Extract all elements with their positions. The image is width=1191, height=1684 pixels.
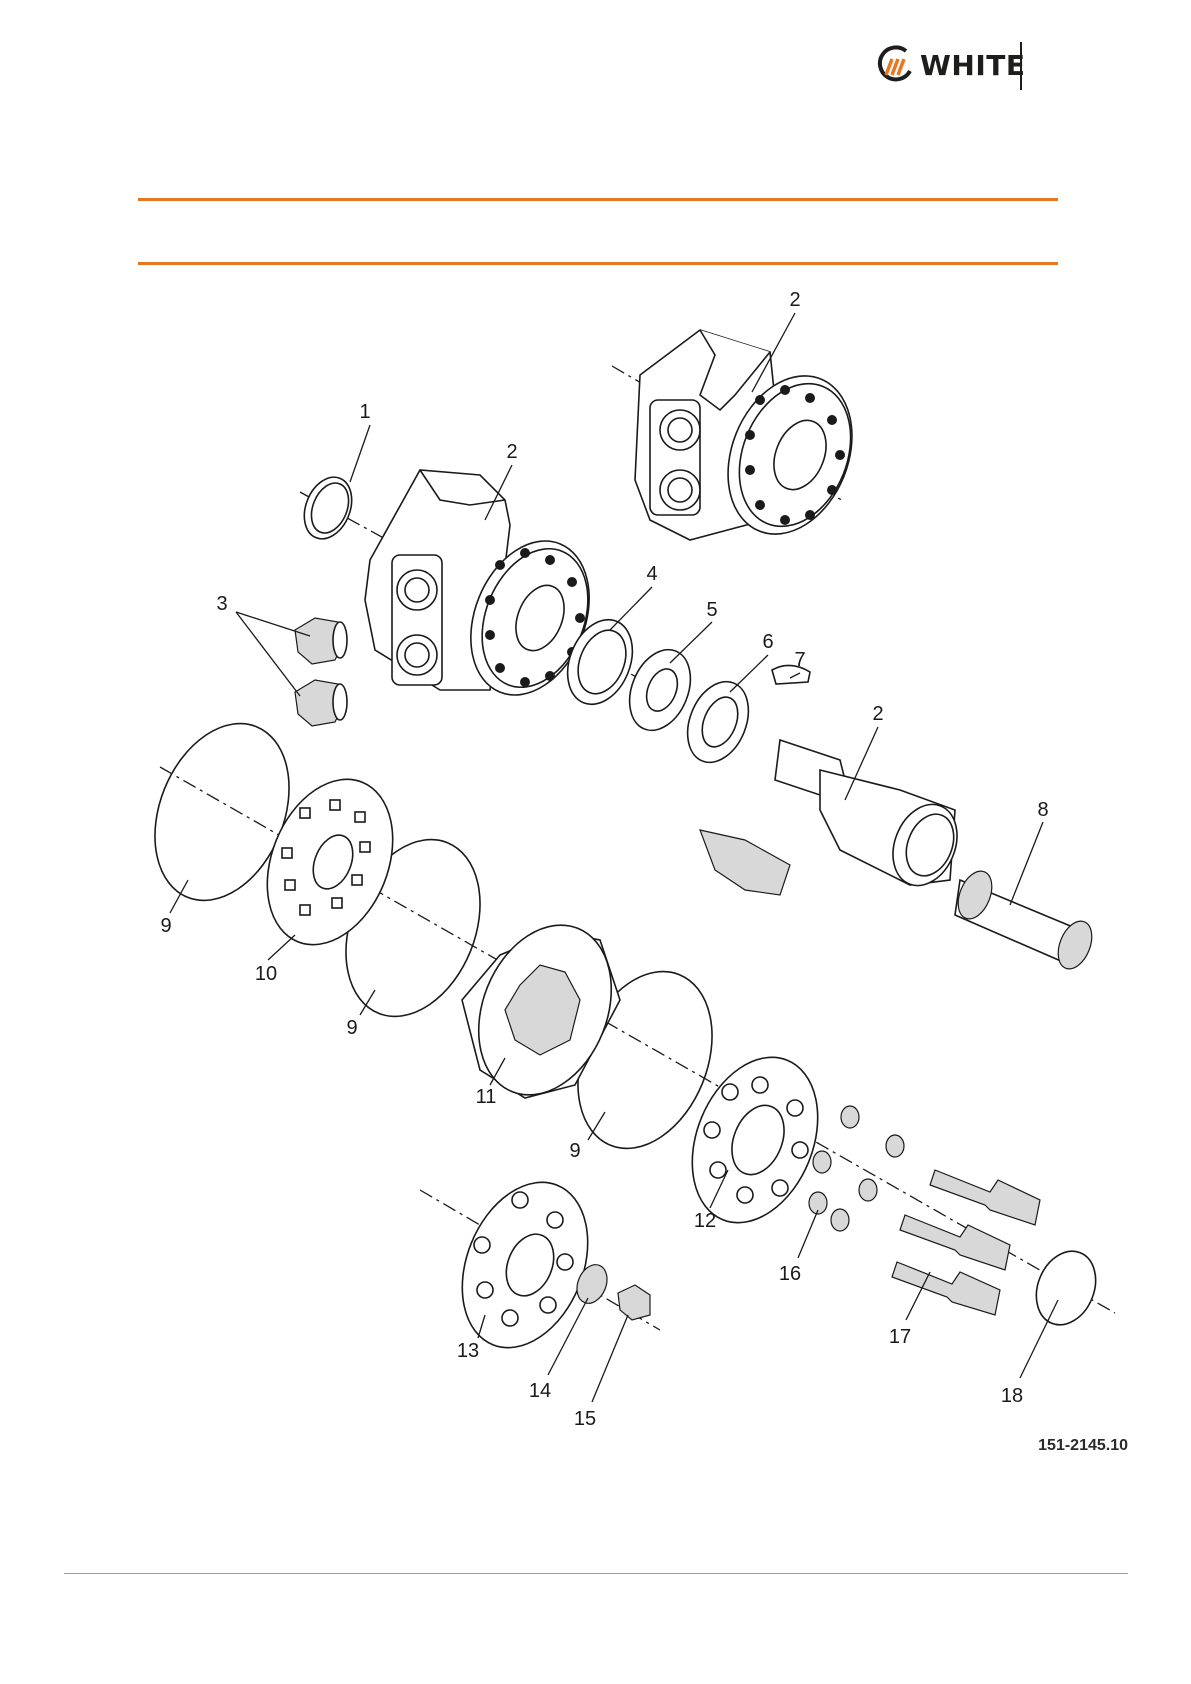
callout-1: 1: [359, 401, 370, 423]
drive-shaft: [952, 866, 1099, 974]
callout-2-upper: 2: [789, 289, 800, 311]
callout-14: 14: [529, 1380, 551, 1402]
part-bolts: [892, 1170, 1040, 1315]
figure-number: 151-2145.10: [1038, 1437, 1128, 1454]
callout-12: 12: [694, 1210, 716, 1232]
callout-15: 15: [574, 1408, 596, 1430]
callout-9-b: 9: [346, 1017, 357, 1039]
callout-7: 7: [794, 649, 805, 671]
shaft: [700, 740, 969, 895]
callout-18: 18: [1001, 1385, 1023, 1407]
callout-11: 11: [476, 1086, 497, 1108]
callout-10: 10: [255, 963, 277, 985]
callout-8: 8: [1037, 799, 1048, 821]
callout-2-main: 2: [506, 441, 517, 463]
end-cover: [439, 1164, 611, 1367]
callout-17: 17: [889, 1326, 911, 1348]
part-cap: [1026, 1242, 1106, 1333]
callout-13: 13: [457, 1340, 479, 1362]
gerotor-set: [455, 905, 636, 1115]
callout-2-shaft: 2: [872, 703, 883, 725]
callout-9-c: 9: [569, 1140, 580, 1162]
housing-upper-variant: [635, 330, 874, 553]
callout-3: 3: [216, 593, 227, 615]
callout-9-a: 9: [160, 915, 171, 937]
valve-plate: [244, 761, 416, 964]
callout-6: 6: [762, 631, 773, 653]
callout-4: 4: [646, 563, 657, 585]
part-plug-small: [618, 1285, 650, 1320]
callout-5: 5: [706, 599, 717, 621]
callout-16: 16: [779, 1263, 801, 1285]
footer-rule: [64, 1573, 1128, 1574]
part-lock-washers: [809, 1106, 904, 1231]
